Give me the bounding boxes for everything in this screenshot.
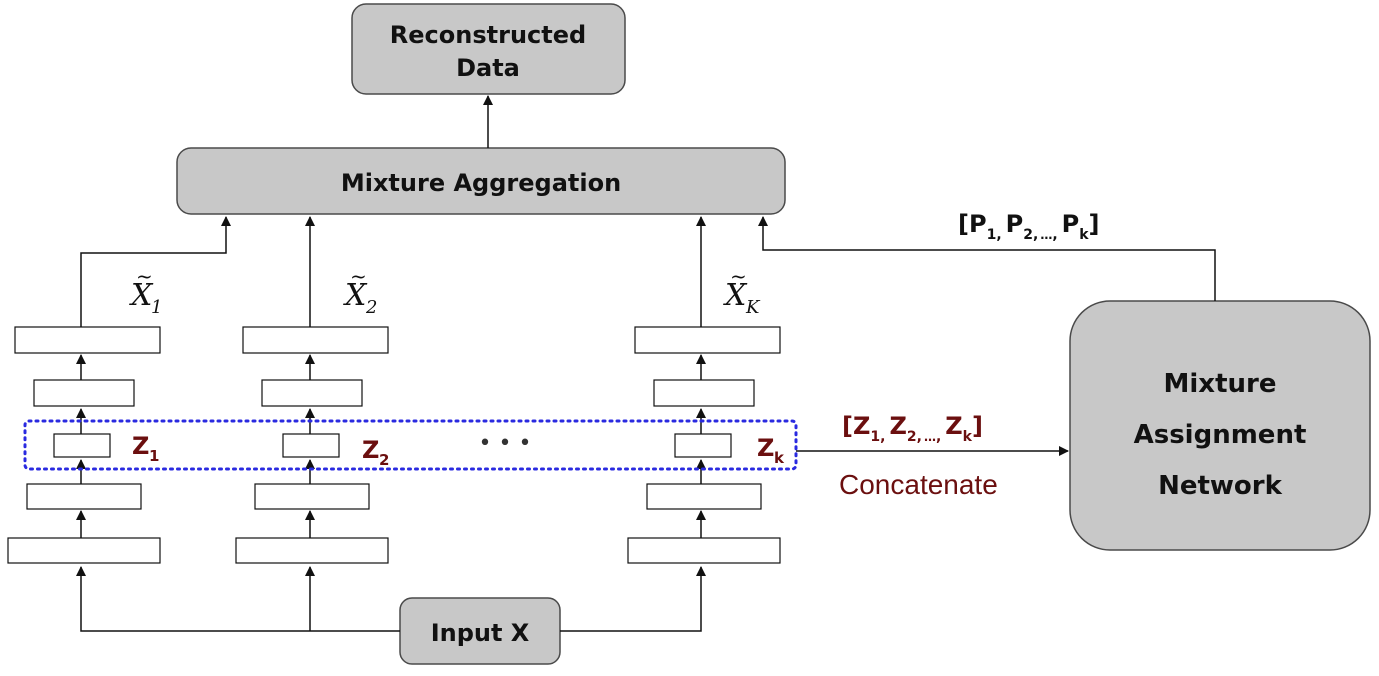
output-k-subscript: K: [745, 297, 761, 318]
latent-label-k: Z k: [757, 434, 785, 467]
output-2-subscript: 2: [365, 297, 377, 318]
branch-2-layer-5: [242, 326, 389, 354]
branch-2-layer-1: [235, 537, 389, 564]
branch-2-layer-4: [261, 379, 363, 407]
probabilities-label: [P1,P2,…,Pk]: [958, 210, 1100, 243]
branch-k-latent-layer: [674, 433, 732, 458]
branch-ellipsis: • • •: [479, 431, 532, 456]
mixture-aggregation-node: Mixture Aggregation: [176, 147, 786, 215]
arrow-assignment-to-aggregation: [758, 216, 1216, 301]
mixture-assignment-network-node: Mixture Assignment Network: [1069, 300, 1371, 551]
input-connections: [76, 566, 706, 632]
latent-1-subscript: 1: [149, 447, 159, 465]
output-k-symbol: X: [723, 278, 748, 313]
branch-k-layer-2: [646, 483, 762, 510]
output-1-tilde: ~: [136, 264, 153, 288]
branch-1-layer-2: [26, 483, 142, 510]
branch-1-layer-1: [7, 537, 161, 564]
latent-k-symbol: Z: [757, 434, 774, 462]
assignment-label-line3: Network: [1158, 471, 1283, 501]
branch-1-layer-4: [33, 379, 135, 407]
latent-k-subscript: k: [774, 449, 785, 467]
branch-2: [235, 216, 389, 564]
latent-label-2: Z 2: [362, 436, 389, 469]
output-1-symbol: X: [129, 278, 154, 313]
concatenate-label: Concatenate: [839, 469, 998, 500]
branch-1: [7, 216, 231, 564]
latent-label-1: Z 1: [132, 432, 159, 465]
latent-2-symbol: Z: [362, 436, 379, 464]
concat-vector-label: [Z1,Z2,…,Zk]: [842, 412, 983, 445]
branch-2-latent-layer: [282, 433, 340, 458]
reconstructed-label-line2: Data: [456, 54, 520, 82]
branch-k-layer-1: [627, 537, 781, 564]
branch-2-layer-2: [254, 483, 370, 510]
branch-k: [627, 216, 781, 564]
assignment-label-line2: Assignment: [1134, 420, 1307, 450]
input-x-label: Input X: [431, 619, 530, 647]
latent-concat-region: [23, 419, 798, 471]
assignment-label-line1: Mixture: [1164, 369, 1277, 399]
output-1-subscript: 1: [151, 297, 162, 318]
output-2-tilde: ~: [350, 264, 367, 288]
branch-1-latent-layer: [53, 433, 111, 458]
branch-k-layer-5: [634, 326, 781, 354]
branch-k-layer-4: [653, 379, 755, 407]
latent-1-symbol: Z: [132, 432, 149, 460]
branch-1-layer-5: [14, 326, 161, 354]
input-x-node: Input X: [399, 597, 561, 665]
reconstructed-label-line1: Reconstructed: [390, 21, 586, 49]
output-label-k: X ~ K: [723, 264, 761, 318]
latent-2-subscript: 2: [379, 451, 389, 469]
reconstructed-data-node: Reconstructed Data: [351, 3, 626, 95]
output-k-tilde: ~: [730, 264, 747, 288]
output-label-1: X ~ 1: [129, 264, 162, 318]
mixture-aggregation-label: Mixture Aggregation: [341, 169, 621, 197]
output-label-2: X ~ 2: [343, 264, 377, 318]
output-2-symbol: X: [343, 278, 368, 313]
